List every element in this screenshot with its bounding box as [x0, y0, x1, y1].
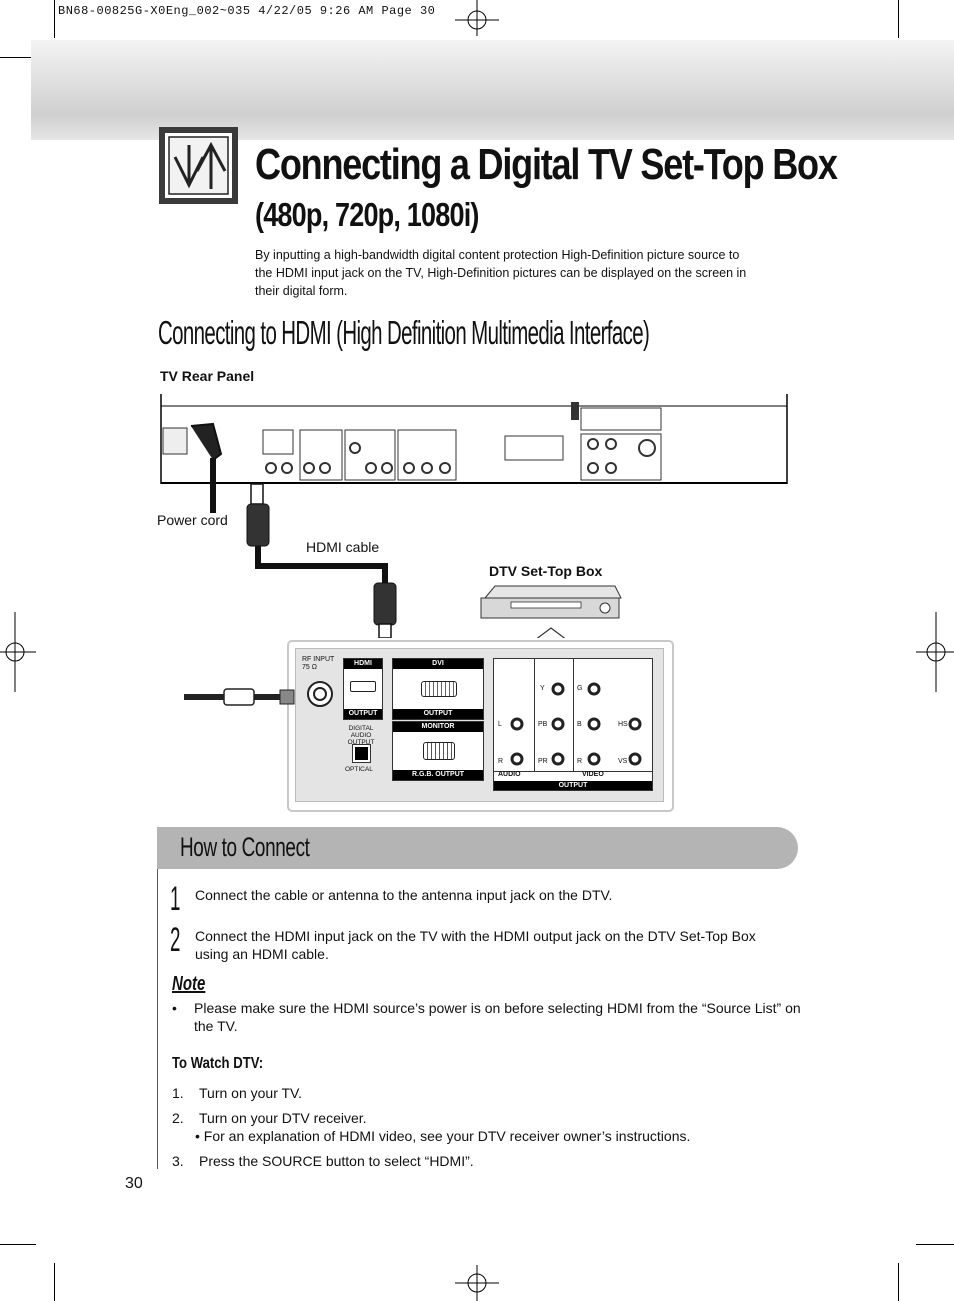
dtv-set-top-box-illustration — [480, 585, 622, 638]
rf-ohm-label: 75 Ω — [302, 664, 317, 671]
list-item: Turn on your TV. — [199, 1085, 302, 1101]
hdmi-cable — [246, 483, 397, 638]
note-text: Please make sure the HDMI source’s power… — [194, 1000, 801, 1034]
list-number: 1. — [172, 1085, 184, 1101]
stb-hdmi-label: HDMI — [344, 659, 382, 669]
optical-port-icon — [352, 744, 371, 763]
page-number: 30 — [125, 1175, 143, 1192]
stb-dvi-output-label: OUTPUT — [393, 709, 483, 719]
note-heading: Note — [172, 973, 206, 995]
registration-mark-bottom-icon — [455, 1265, 499, 1301]
how-to-connect-heading: How to Connect — [180, 832, 310, 862]
step-number: 2 — [170, 921, 181, 959]
power-cord — [190, 422, 223, 513]
watch-dtv-heading: To Watch DTV: — [172, 1055, 264, 1072]
page-title: Connecting a Digital TV Set-Top Box — [255, 140, 838, 189]
g-label: G — [577, 685, 583, 692]
list-number: 3. — [172, 1153, 184, 1169]
intro-paragraph: By inputting a high-bandwidth digital co… — [255, 248, 747, 298]
how-to-connect-bar — [157, 827, 798, 869]
section-rule — [157, 869, 158, 1169]
stb-dvi-output: DVI OUTPUT — [392, 658, 484, 720]
stb-hdmi-output-label: OUTPUT — [344, 709, 382, 719]
r-audio-label: R — [498, 758, 504, 765]
digital-audio-output-label: DIGITAL AUDIO OUTPUT — [347, 725, 375, 746]
stb-monitor-label: MONITOR — [393, 722, 483, 732]
print-slug: BN68-00825G-X0Eng_002~035 4/22/05 9:26 A… — [58, 4, 436, 18]
r-label: R — [577, 758, 583, 765]
rf-input-label: RF INPUT — [302, 656, 335, 663]
pb-label: PB — [538, 721, 548, 728]
stb-label: DTV Set-Top Box — [489, 563, 603, 579]
hdmi-cable-label: HDMI cable — [306, 539, 380, 555]
video-label: VIDEO — [582, 771, 604, 778]
registration-mark-top-icon — [455, 0, 499, 36]
hs-label: HS — [618, 721, 628, 728]
vs-label: VS — [618, 758, 628, 765]
list-subitem: • For an explanation of HDMI video, see … — [195, 1128, 691, 1144]
stb-dvi-label: DVI — [393, 659, 483, 669]
tv-rear-panel-label: TV Rear Panel — [160, 368, 255, 384]
step-text: Connect the HDMI input jack on the TV wi… — [195, 928, 756, 962]
audio-label: AUDIO — [498, 771, 521, 778]
stb-hdmi-output: HDMI OUTPUT — [343, 658, 383, 720]
vga-port-icon — [423, 742, 455, 760]
header-band — [31, 40, 954, 140]
section-heading: Connecting to HDMI (High Definition Mult… — [158, 314, 650, 351]
optical-label: OPTICAL — [345, 766, 373, 773]
rca-jacks — [510, 682, 642, 766]
antenna-cable — [184, 681, 333, 707]
connection-arrows-icon — [159, 127, 238, 204]
connection-diagram — [160, 394, 788, 638]
list-number: 2. — [172, 1110, 184, 1126]
tv-rear-panel — [160, 394, 788, 484]
note-bullet: • — [172, 1000, 177, 1016]
registration-mark-left-icon — [0, 612, 36, 692]
av-output-label: OUTPUT — [494, 781, 652, 790]
power-cord-label: Power cord — [157, 512, 228, 528]
y-label: Y — [540, 685, 545, 692]
stb-rgb-output-label: R.G.B. OUTPUT — [393, 770, 483, 780]
stb-av-output: AUDIO VIDEO OUTPUT Y G L PB B HS R PR R … — [493, 658, 653, 791]
step-text: Connect the cable or antenna to the ante… — [195, 887, 613, 903]
dvi-port-icon — [421, 681, 457, 697]
l-label: L — [498, 721, 502, 728]
b-label: B — [577, 721, 582, 728]
list-item: Press the SOURCE button to select “HDMI”… — [199, 1153, 474, 1169]
page-subtitle: (480p, 720p, 1080i) — [255, 196, 479, 233]
registration-mark-right-icon — [916, 612, 954, 692]
step-number: 1 — [170, 880, 181, 918]
list-item: Turn on your DTV receiver. — [199, 1110, 367, 1126]
pr-label: PR — [538, 758, 548, 765]
stb-rgb-output: MONITOR R.G.B. OUTPUT — [392, 721, 484, 781]
hdmi-port-icon — [350, 681, 376, 692]
